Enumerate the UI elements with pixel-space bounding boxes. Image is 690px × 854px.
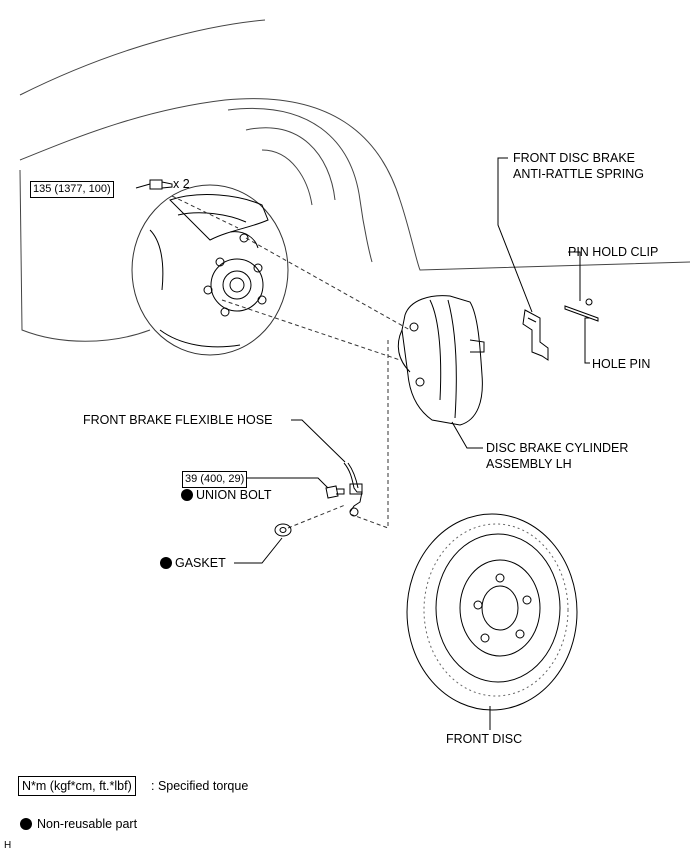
- legend-torque-unit: N*m (kgf*cm, ft.*lbf): [18, 776, 136, 796]
- union-bolt-label: UNION BOLT: [196, 488, 272, 502]
- caliper-mounting-bolt: [149, 179, 173, 190]
- hole-pin-label: HOLE PIN: [592, 357, 651, 371]
- gasket-leader-line: [234, 537, 283, 564]
- flexible-hose-leader-line: [291, 419, 346, 463]
- hole-pin-leader-line: [584, 317, 590, 364]
- vehicle-body-outline: [19, 19, 690, 342]
- anti-rattle-label-line1: FRONT DISC BRAKE: [513, 151, 636, 165]
- disc-brake-cylinder: [397, 295, 485, 426]
- pin-hold-clip-label: PIN HOLD CLIP: [568, 245, 659, 259]
- anti-rattle-spring: [522, 309, 549, 361]
- gasket-label: GASKET: [175, 556, 226, 570]
- alignment-lines: [171, 195, 411, 529]
- corner-mark: H: [4, 840, 12, 851]
- gasket-nonreusable-dot: [160, 557, 172, 569]
- pin-and-clip: [564, 298, 599, 322]
- cylinder-leader-line: [451, 421, 483, 449]
- legend-torque-desc: : Specified torque: [151, 779, 249, 793]
- legend-nonreusable-desc: Non-reusable part: [37, 817, 138, 831]
- steering-knuckle-hub: [131, 184, 289, 356]
- union-bolt-torque: 39 (400, 29): [182, 471, 248, 488]
- cylinder-label-line1: DISC BRAKE CYLINDER: [486, 441, 629, 455]
- caliper-bolt-torque: 135 (1377, 100): [30, 181, 114, 198]
- bolt-quantity: x 2: [173, 177, 190, 191]
- flexible-hose-label: FRONT BRAKE FLEXIBLE HOSE: [83, 413, 273, 427]
- brake-flexible-hose: [343, 462, 363, 517]
- cylinder-label-line2: ASSEMBLY LH: [486, 457, 572, 471]
- union-bolt-leader-line: [244, 477, 329, 489]
- gasket-part: [274, 523, 292, 537]
- pin-hold-clip-leader-line: [568, 251, 581, 301]
- union-bolt: [325, 485, 345, 499]
- legend-nonreusable-dot: [20, 818, 32, 830]
- front-disc-rotor: [406, 513, 578, 711]
- front-disc-label: FRONT DISC: [446, 732, 523, 746]
- union-bolt-nonreusable-dot: [181, 489, 193, 501]
- anti-rattle-label-line2: ANTI-RATTLE SPRING: [513, 167, 645, 181]
- anti-rattle-leader-line: [497, 157, 533, 313]
- bolt-leader-line: [135, 183, 151, 189]
